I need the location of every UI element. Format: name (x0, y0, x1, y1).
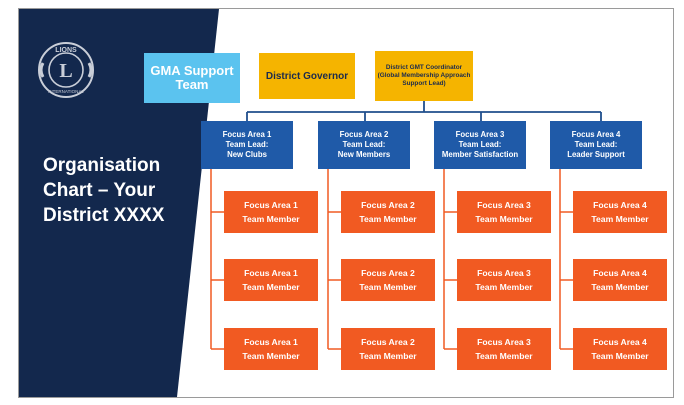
team-member-box: Focus Area 3 Team Member (457, 259, 551, 301)
logo-top-text: LIONS (55, 47, 77, 54)
member-role: Team Member (591, 282, 649, 292)
member-area: Focus Area 1 (244, 268, 298, 278)
member-role: Team Member (591, 351, 649, 361)
team-member-box: Focus Area 2 Team Member (341, 328, 435, 370)
member-role: Team Member (242, 282, 300, 292)
team-lead-role: New Clubs (227, 150, 267, 159)
member-area: Focus Area 2 (361, 337, 415, 347)
member-role: Team Member (359, 282, 417, 292)
team-member-box: Focus Area 3 Team Member (457, 328, 551, 370)
member-role: Team Member (359, 351, 417, 361)
lions-logo-icon: LIONS L INTERNATIONAL (38, 42, 94, 98)
team-member-box: Focus Area 4 Team Member (573, 328, 667, 370)
focus-area-2-lead-box: Focus Area 2 Team Lead: New Members (318, 121, 410, 169)
member-area: Focus Area 1 (244, 200, 298, 210)
team-lead-role: Member Satisfaction (441, 150, 519, 159)
focus-area-3-lead-box: Focus Area 3 Team Lead: Member Satisfact… (434, 121, 526, 169)
gma-support-team-box: GMA Support Team (144, 53, 240, 103)
team-member-box: Focus Area 2 Team Member (341, 191, 435, 233)
member-area: Focus Area 2 (361, 268, 415, 278)
focus-area-title: Focus Area 3 (455, 130, 505, 139)
member-area: Focus Area 3 (477, 268, 531, 278)
team-member-box: Focus Area 4 Team Member (573, 259, 667, 301)
team-member-box: Focus Area 1 Team Member (224, 259, 318, 301)
member-area: Focus Area 4 (593, 200, 647, 210)
team-member-box: Focus Area 2 Team Member (341, 259, 435, 301)
district-gmt-coordinator-box: District GMT Coordinator (Global Members… (375, 51, 473, 101)
team-lead-role: New Members (337, 150, 391, 159)
member-area: Focus Area 3 (477, 200, 531, 210)
district-governor-box: District Governor (259, 53, 355, 99)
team-lead-label: Team Lead: (225, 140, 269, 149)
slide-title: Organisation Chart – Your District XXXX (43, 155, 165, 226)
team-member-box: Focus Area 1 Team Member (224, 328, 318, 370)
navy-side-panel (19, 9, 219, 397)
focus-area-4-lead-box: Focus Area 4 Team Lead: Leader Support (550, 121, 642, 169)
member-area: Focus Area 2 (361, 200, 415, 210)
member-area: Focus Area 1 (244, 337, 298, 347)
team-lead-label: Team Lead: (574, 140, 618, 149)
member-role: Team Member (475, 282, 533, 292)
member-role: Team Member (475, 214, 533, 224)
member-role: Team Member (359, 214, 417, 224)
member-area: Focus Area 4 (593, 337, 647, 347)
team-member-box: Focus Area 4 Team Member (573, 191, 667, 233)
logo-bottom-text: INTERNATIONAL (48, 89, 84, 94)
focus-area-title: Focus Area 2 (339, 130, 389, 139)
team-lead-role: Leader Support (567, 150, 625, 159)
team-lead-label: Team Lead: (458, 140, 502, 149)
member-role: Team Member (475, 351, 533, 361)
member-area: Focus Area 4 (593, 268, 647, 278)
team-member-box: Focus Area 1 Team Member (224, 191, 318, 233)
team-member-box: Focus Area 3 Team Member (457, 191, 551, 233)
logo-letter: L (59, 60, 72, 82)
focus-area-1-lead-box: Focus Area 1 Team Lead: New Clubs (201, 121, 293, 169)
member-role: Team Member (242, 214, 300, 224)
focus-area-title: Focus Area 4 (571, 130, 621, 139)
member-role: Team Member (242, 351, 300, 361)
team-lead-label: Team Lead: (342, 140, 386, 149)
focus-area-title: Focus Area 1 (222, 130, 272, 139)
member-role: Team Member (591, 214, 649, 224)
member-area: Focus Area 3 (477, 337, 531, 347)
slide-frame: LIONS L INTERNATIONAL Organisation Chart… (18, 8, 674, 398)
